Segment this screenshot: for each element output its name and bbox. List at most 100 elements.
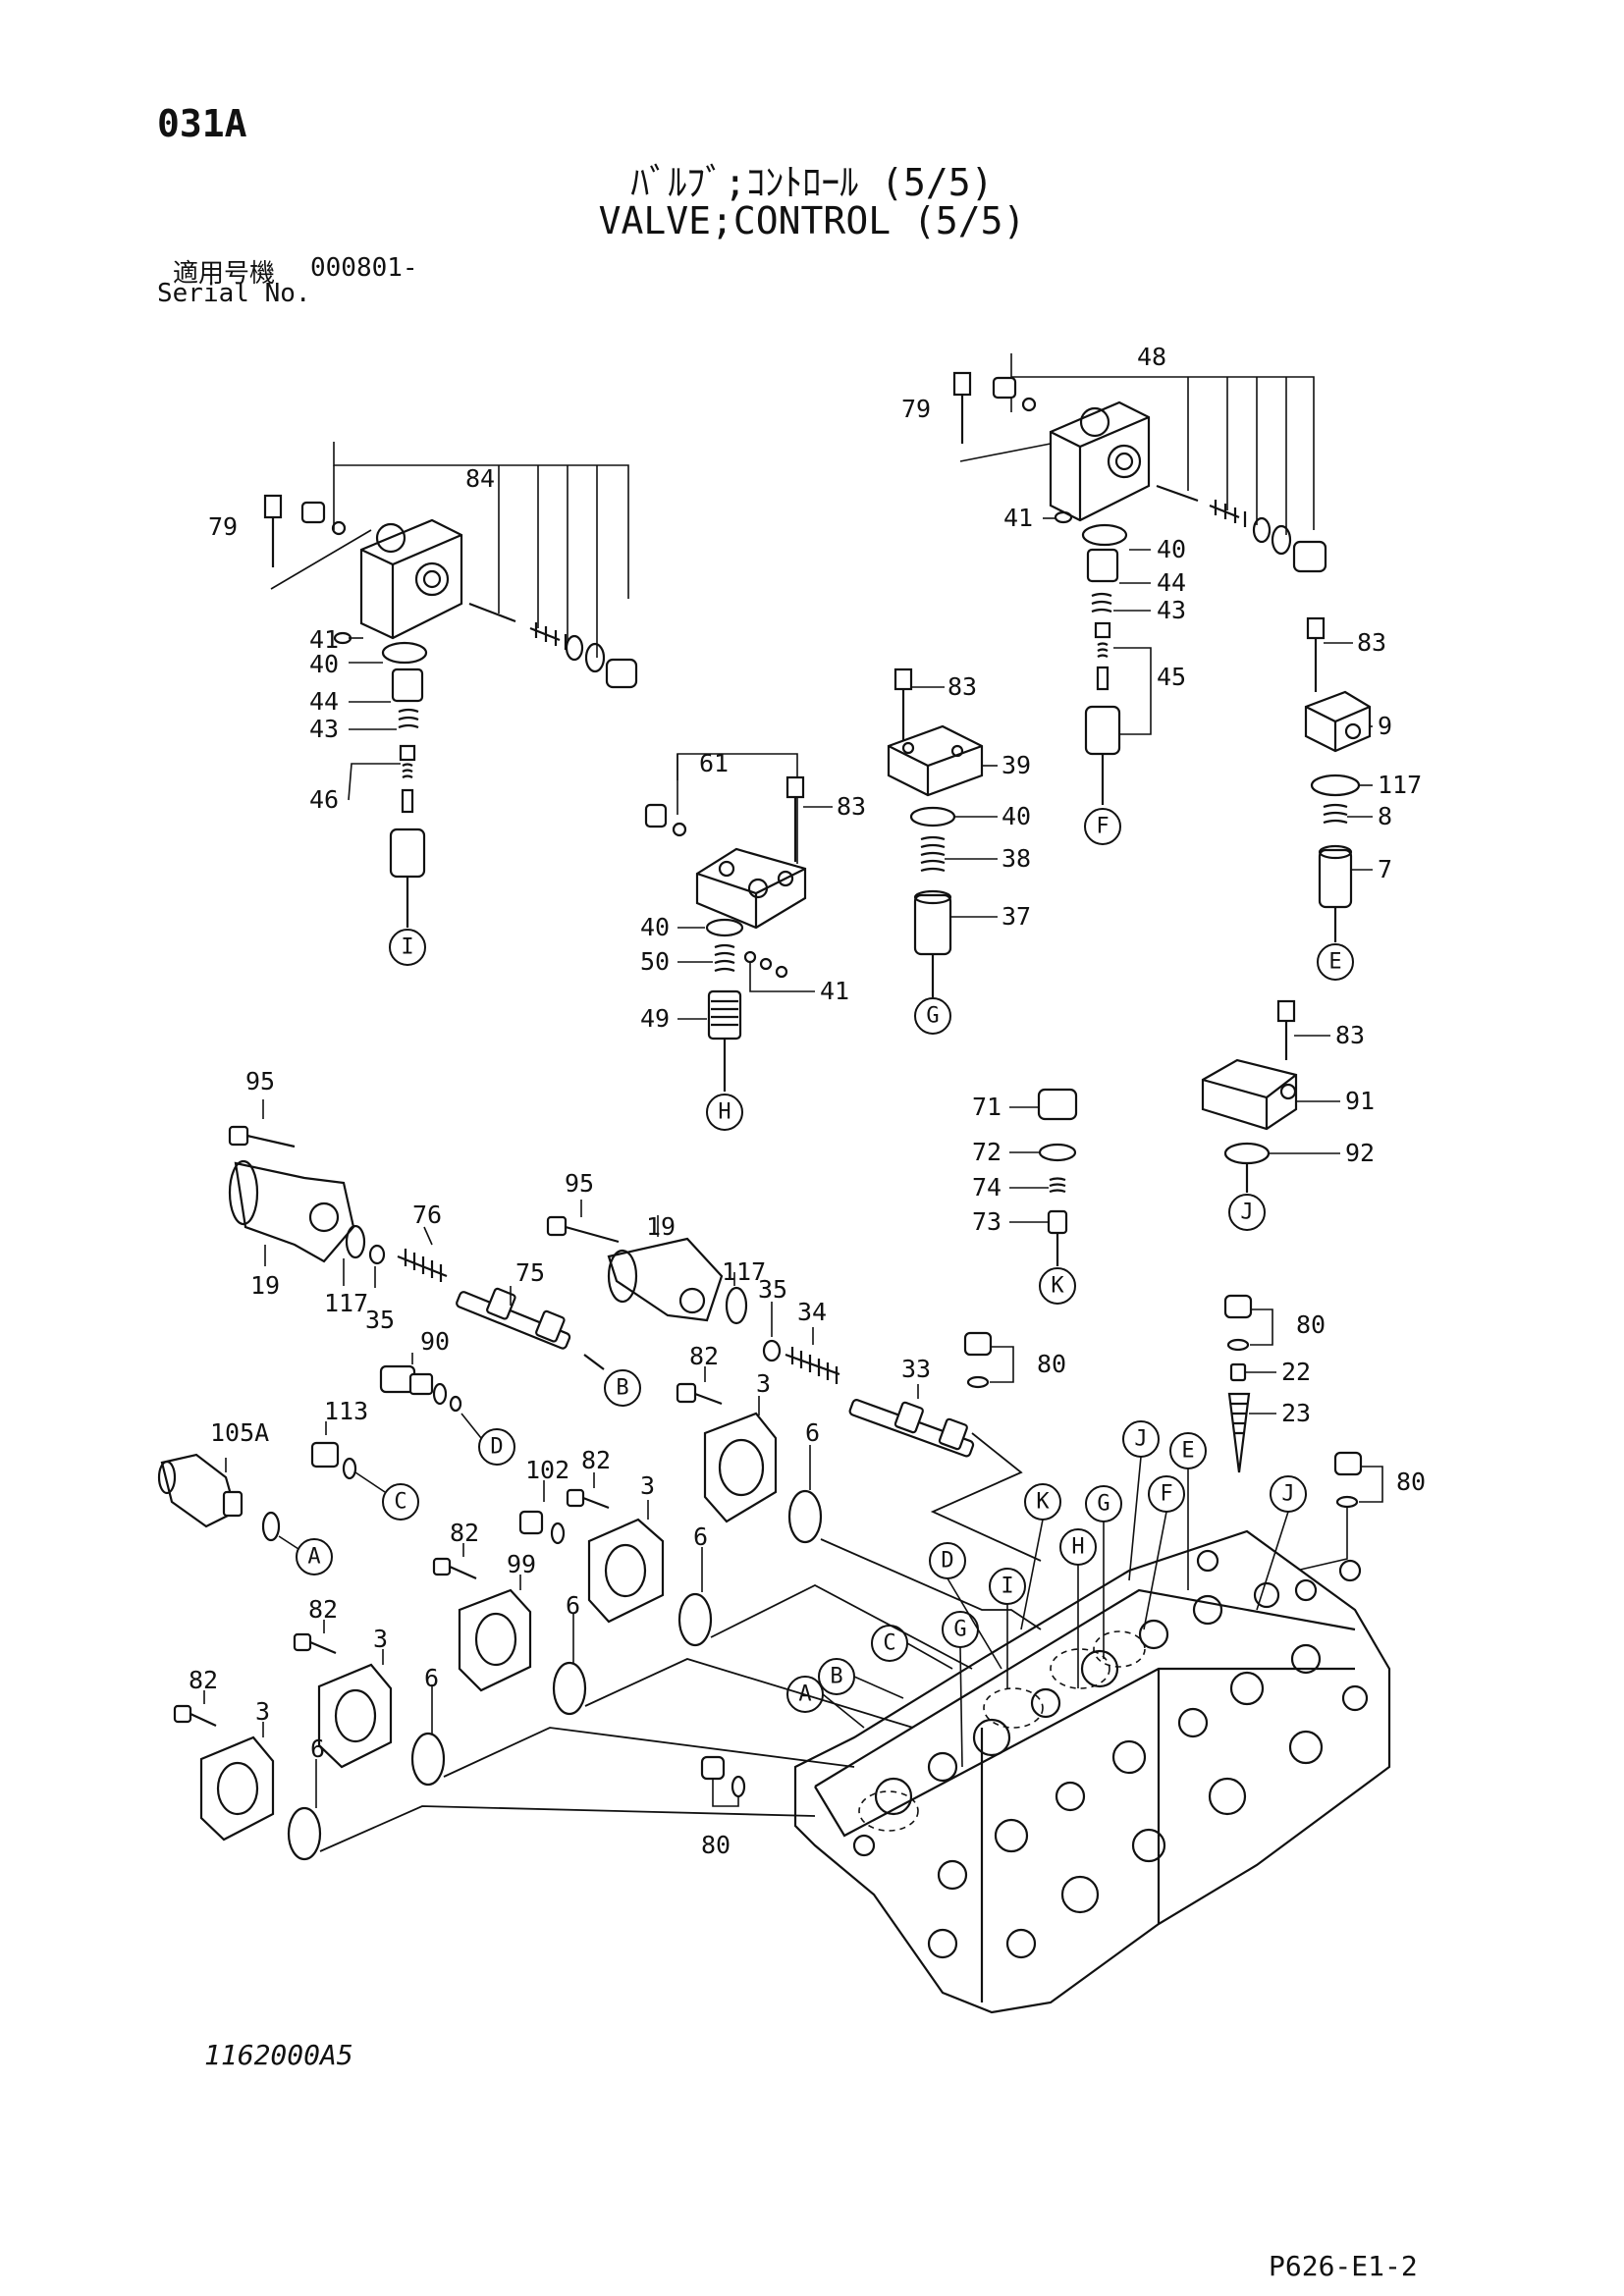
part-number-74: 74	[972, 1173, 1001, 1201]
svg-text:J: J	[1134, 1427, 1147, 1452]
spool-assembly-33	[546, 1200, 975, 1458]
reference-letter-G-housing-1: G	[1085, 1485, 1122, 1522]
part-number-46: 46	[309, 785, 339, 814]
drawing-number: 1162000A5	[204, 2039, 353, 2071]
serial-value: 000801-	[310, 253, 418, 283]
part-number-33: 33	[901, 1355, 931, 1383]
svg-text:C: C	[883, 1631, 895, 1656]
part-number-50: 50	[640, 947, 670, 976]
part-number-91: 91	[1345, 1087, 1375, 1115]
reference-letter-G: G	[914, 997, 951, 1035]
part-number-80: 80	[1396, 1468, 1426, 1496]
part-number-35: 35	[758, 1275, 787, 1304]
part-number-8: 8	[1378, 802, 1392, 830]
plug-assembly-80-right	[1223, 1294, 1276, 1473]
part-number-39: 39	[1001, 751, 1031, 779]
part-number-72: 72	[972, 1138, 1001, 1166]
routing-lines	[319, 1432, 1042, 1852]
part-number-117: 117	[722, 1257, 766, 1286]
svg-text:B: B	[616, 1376, 628, 1401]
part-number-40: 40	[1157, 535, 1186, 563]
solenoid-valve-105A	[157, 1453, 299, 1550]
part-number-82: 82	[189, 1666, 218, 1694]
reference-letter-J-housing-2: J	[1270, 1475, 1307, 1513]
plug-assembly-80-far-right	[1295, 1451, 1383, 1572]
part-number-41: 41	[309, 625, 339, 654]
part-number-35: 35	[365, 1306, 395, 1334]
part-number-43: 43	[1157, 596, 1186, 624]
part-number-9: 9	[1378, 712, 1392, 740]
reference-letter-G-housing-2: G	[942, 1611, 979, 1648]
part-number-83: 83	[1335, 1021, 1365, 1049]
housing-port-leaders	[822, 1456, 1289, 1768]
part-number-44: 44	[1157, 568, 1186, 597]
svg-text:E: E	[1328, 950, 1341, 975]
reference-letter-I-housing: I	[989, 1568, 1026, 1605]
reference-letter-J-housing-1: J	[1122, 1420, 1160, 1458]
part-number-83: 83	[947, 672, 977, 701]
part-number-43: 43	[309, 715, 339, 743]
svg-text:F: F	[1096, 815, 1109, 839]
plug-assembly-80-bottom	[700, 1755, 746, 1807]
part-number-90: 90	[420, 1327, 450, 1356]
reference-letter-D: D	[478, 1428, 515, 1466]
reference-letter-K-housing: K	[1024, 1483, 1061, 1521]
part-number-3: 3	[255, 1697, 270, 1726]
svg-text:D: D	[490, 1435, 503, 1460]
title-japanese: ﾊﾞﾙﾌﾞ;ｺﾝﾄﾛｰﾙ (5/5)	[630, 161, 994, 204]
reference-letter-C: C	[382, 1483, 419, 1521]
svg-text:E: E	[1181, 1439, 1194, 1464]
part-number-6: 6	[805, 1418, 820, 1447]
plug-assembly-80-center	[963, 1331, 1014, 1389]
part-number-22: 22	[1281, 1358, 1311, 1386]
flange-3-upper	[676, 1366, 823, 1544]
reference-letter-B: B	[604, 1369, 641, 1407]
part-number-23: 23	[1281, 1399, 1311, 1427]
flange-99	[432, 1543, 587, 1716]
part-number-75: 75	[515, 1258, 545, 1287]
flange-3-lower	[293, 1620, 446, 1787]
part-number-6: 6	[693, 1522, 708, 1551]
svg-text:H: H	[718, 1100, 731, 1125]
cover-assembly-39	[887, 667, 998, 997]
reference-letter-H: H	[706, 1094, 743, 1131]
reference-letter-I: I	[389, 929, 426, 966]
part-number-37: 37	[1001, 902, 1031, 931]
part-number-61: 61	[699, 749, 729, 777]
spool-assembly-75	[228, 1099, 605, 1370]
reference-letter-E-housing: E	[1169, 1432, 1207, 1469]
part-number-95: 95	[565, 1169, 594, 1198]
svg-text:J: J	[1240, 1201, 1253, 1225]
part-number-45: 45	[1157, 663, 1186, 691]
part-number-3: 3	[373, 1625, 388, 1653]
plug-assembly-71	[1009, 1088, 1078, 1266]
part-number-83: 83	[1357, 628, 1386, 657]
reference-letter-E: E	[1317, 943, 1354, 981]
fitting-assembly-90	[379, 1353, 482, 1439]
reference-letter-H-housing: H	[1059, 1528, 1097, 1566]
cover-assembly-61	[644, 753, 833, 1092]
svg-text:A: A	[307, 1545, 320, 1570]
svg-text:G: G	[1097, 1492, 1110, 1517]
part-number-82: 82	[450, 1519, 479, 1547]
part-number-79: 79	[901, 395, 931, 423]
svg-text:K: K	[1036, 1490, 1050, 1515]
part-number-117: 117	[1378, 771, 1422, 799]
svg-text:K: K	[1051, 1274, 1064, 1299]
part-number-3: 3	[640, 1471, 655, 1500]
svg-text:D: D	[941, 1549, 953, 1574]
reference-letter-K: K	[1039, 1267, 1076, 1305]
part-number-80: 80	[1037, 1350, 1066, 1378]
part-number-83: 83	[837, 792, 866, 821]
part-number-80: 80	[1296, 1310, 1326, 1339]
part-number-38: 38	[1001, 844, 1031, 873]
control-valve-housing	[793, 1529, 1391, 2014]
part-number-99: 99	[507, 1550, 536, 1578]
valve-assembly-84	[263, 442, 638, 928]
part-number-102: 102	[525, 1456, 569, 1484]
part-number-6: 6	[424, 1664, 439, 1692]
svg-text:B: B	[830, 1665, 842, 1689]
part-number-80: 80	[701, 1831, 731, 1859]
page-reference: P626-E1-2	[1269, 2250, 1418, 2282]
